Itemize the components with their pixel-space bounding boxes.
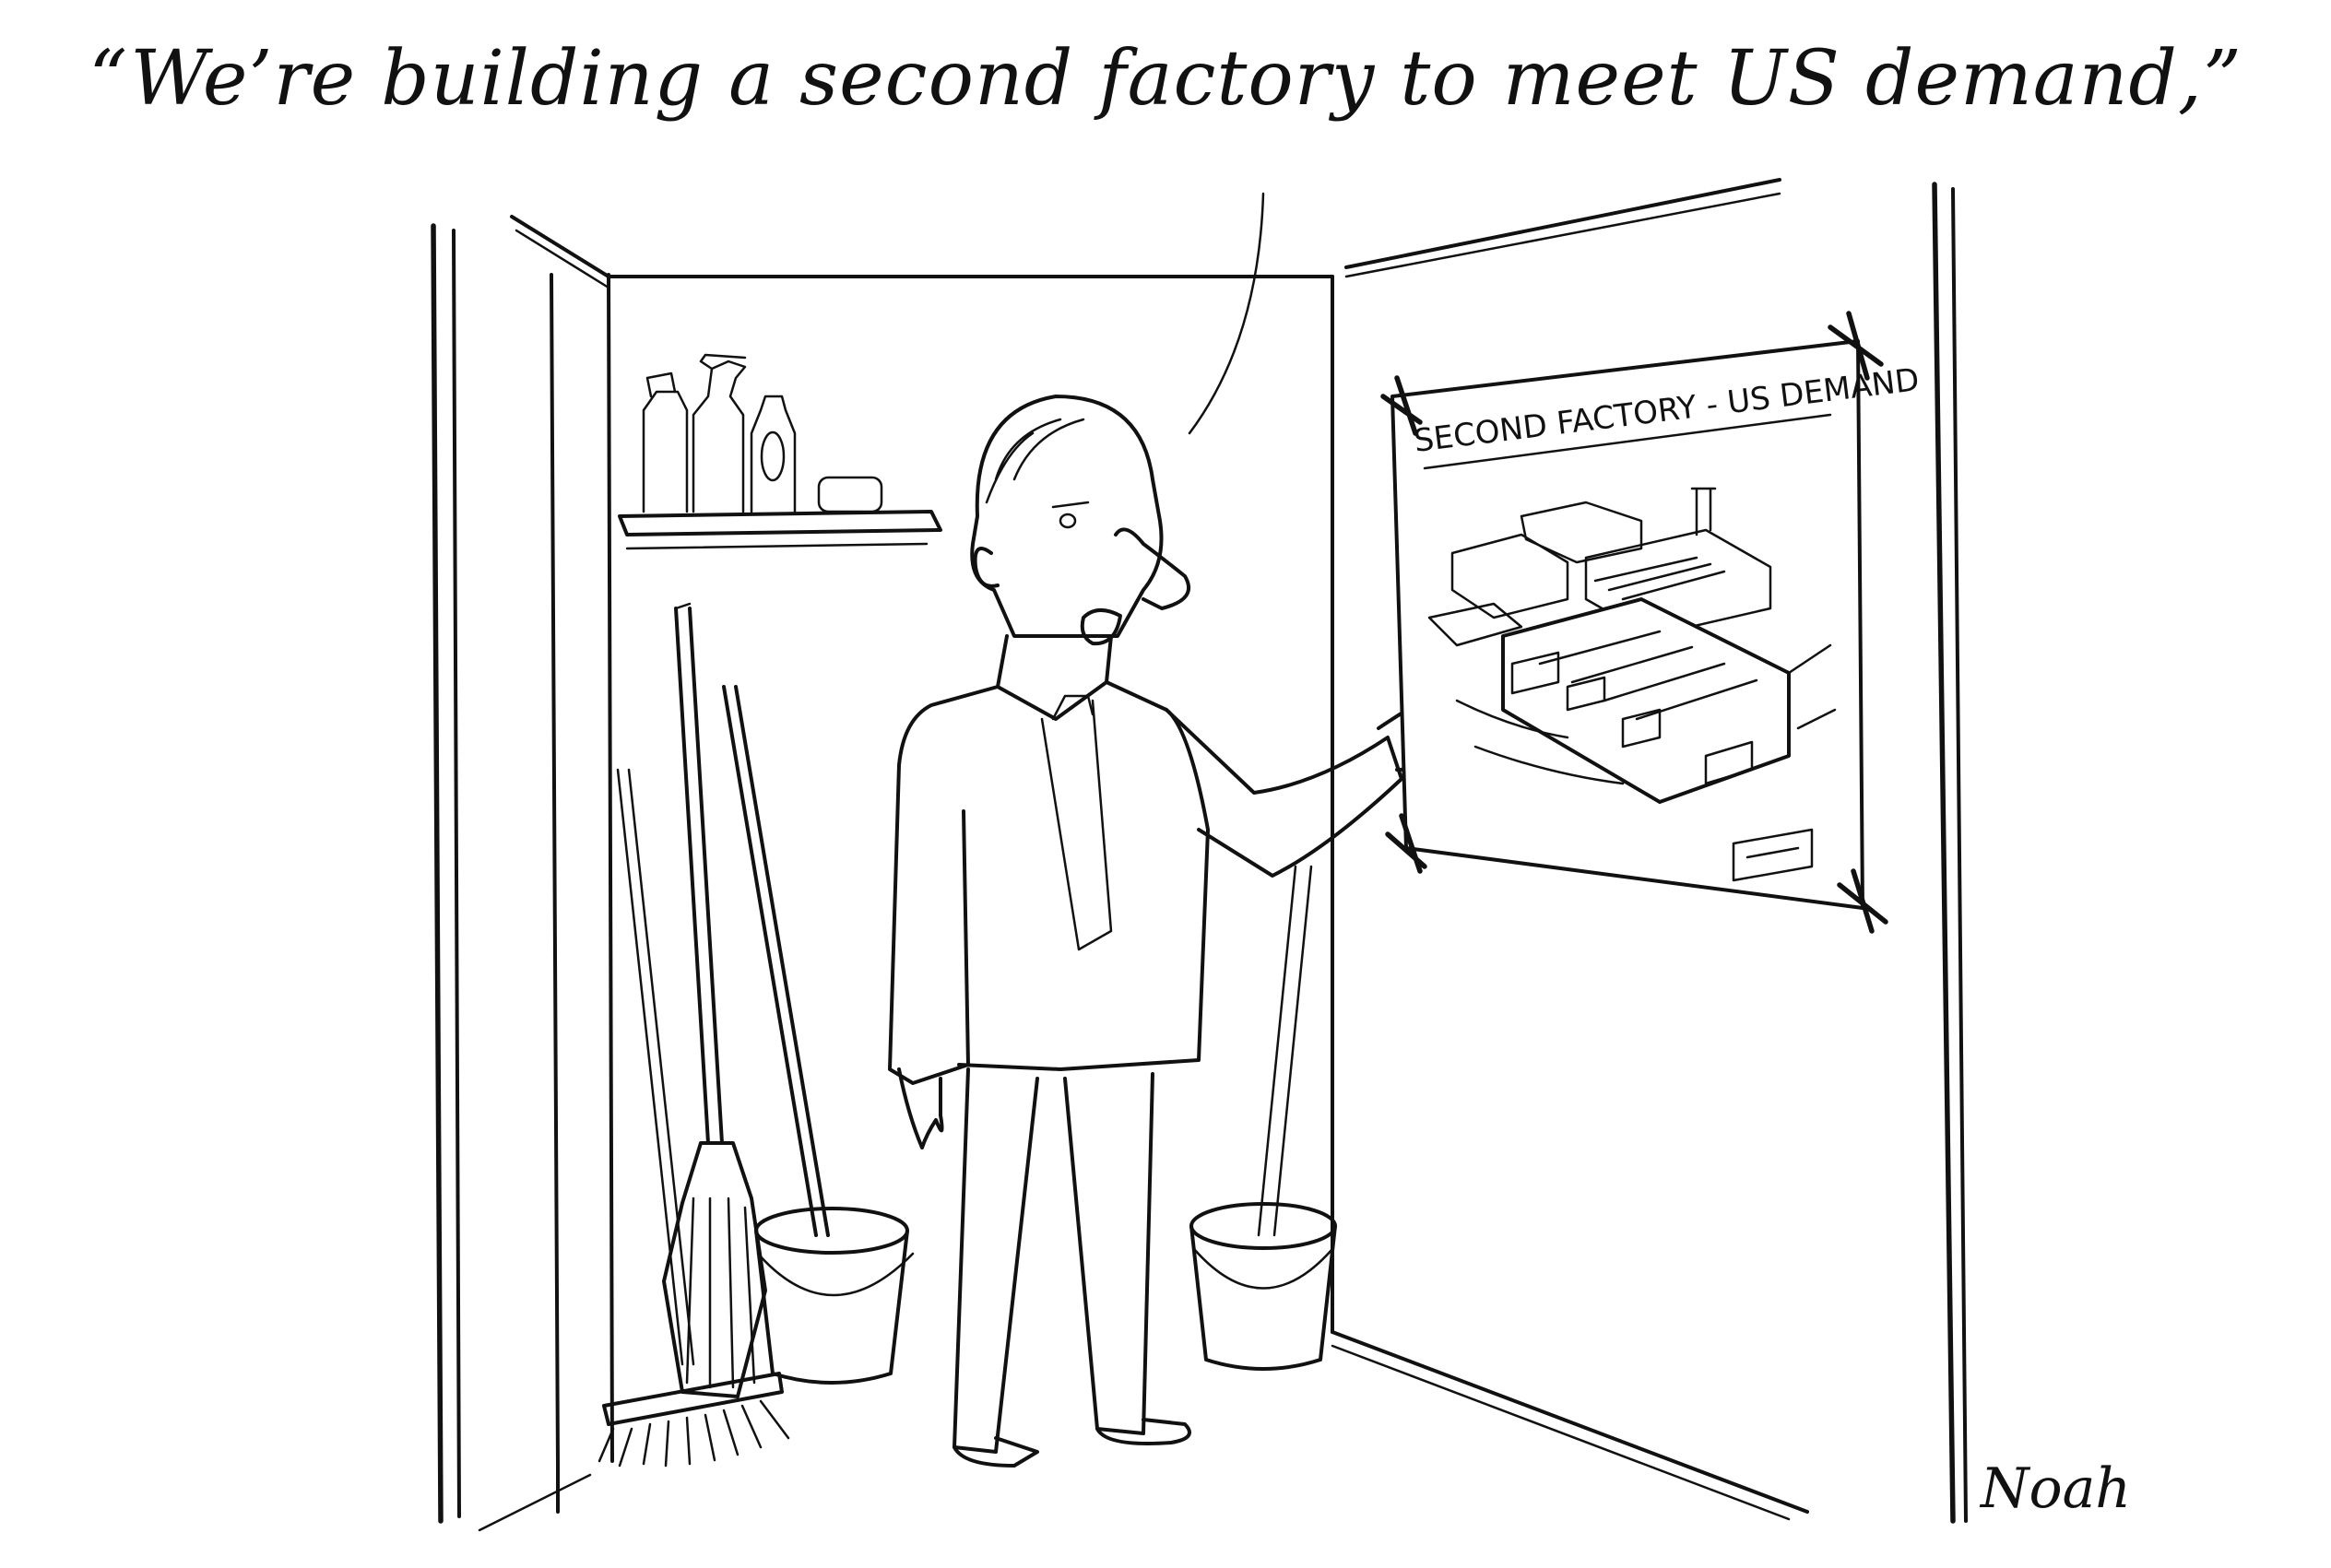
man-in-suit bbox=[888, 395, 1488, 1468]
artist-signature: Noah bbox=[1979, 1456, 2131, 1521]
factory-poster: SECOND FACTORY - US DEMAND bbox=[1380, 311, 1922, 934]
factory-illustration bbox=[1427, 487, 1837, 882]
mop-and-brooms bbox=[598, 602, 1313, 1468]
cleaning-bottles bbox=[642, 353, 883, 513]
cartoon-caption: “We’re building a second factory to meet… bbox=[89, 35, 2242, 123]
bucket-right bbox=[1189, 1202, 1337, 1371]
closet-frame bbox=[431, 178, 1968, 1532]
shelf bbox=[618, 510, 942, 550]
speech-line bbox=[1188, 192, 1265, 435]
bucket-left bbox=[754, 1207, 915, 1385]
